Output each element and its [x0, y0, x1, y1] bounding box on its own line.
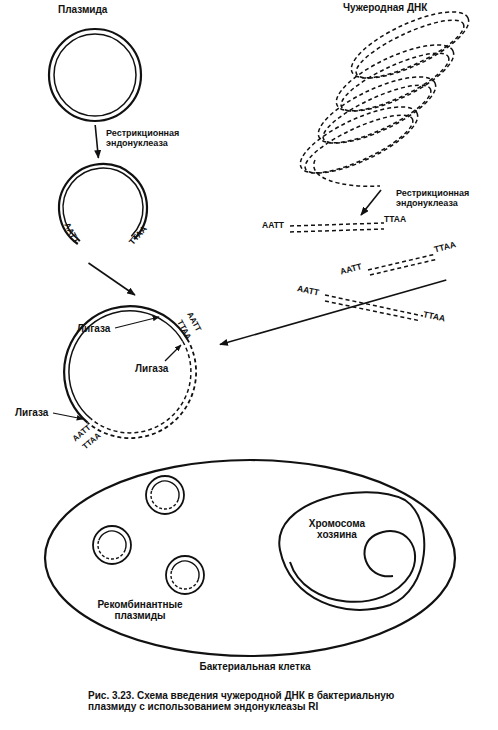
host-chromosome-outline: [265, 480, 435, 625]
cut-plasmid-outline: [50, 158, 160, 263]
plasmid-outer-strand: [93, 526, 131, 564]
plasmid-outer-strand: [166, 556, 204, 594]
enzyme-label: Лигаза: [15, 407, 55, 418]
dna-helix-turn: [299, 105, 419, 184]
foreign-insert-strand: [88, 339, 197, 438]
cell-title: Бактериальная клетка: [165, 661, 345, 672]
plasmid-title: Плазмида: [58, 4, 148, 15]
sticky-end: AATT: [296, 284, 325, 299]
cut-plasmid: AATT TTAA: [50, 158, 160, 263]
plasmid-circle-outline: [40, 0, 155, 125]
sticky-end: TTAA: [127, 218, 154, 247]
sticky-end: TTAA: [384, 215, 412, 225]
plasmid-strand: [64, 306, 187, 422]
fragment-strand: [290, 229, 384, 232]
enzyme-label: Лигаза: [135, 363, 175, 374]
dna-helix-turn: [328, 32, 462, 124]
fragment-strand: [325, 295, 423, 316]
chromosome-loop: [290, 531, 415, 602]
foreign-dna-coil: Чужеродная ДНК: [285, 0, 485, 190]
dna-helix-turn: [335, 43, 455, 122]
dna-fragment: AATT TTAA: [262, 215, 427, 240]
plasmid-outer-strand: [146, 476, 184, 514]
sticky-end: AATT: [62, 221, 84, 252]
ligase-pointer: [115, 317, 159, 328]
dna-helix-turn: [292, 94, 426, 186]
edge-label: Рестрикционная эндонуклеаза: [396, 188, 491, 208]
enzyme-label: Лигаза: [77, 323, 117, 334]
ligase-pointer: [53, 413, 83, 419]
dna-fragment: AATT TTAA: [340, 240, 465, 280]
plasmids-label: Рекомбинантные плазмиды: [90, 599, 190, 621]
arrow-connector: [361, 190, 381, 215]
cell-wall: [45, 460, 455, 656]
fragment-strand: [325, 301, 421, 321]
dna-tail: [314, 160, 380, 186]
host-chromosome: Хромосома хозяина: [265, 480, 435, 625]
edge-label: Рестрикционная эндонуклеаза: [106, 128, 194, 148]
chromosome-label: Хромосома хозяина: [301, 518, 373, 540]
foreign-dna-coil-outline: [285, 0, 485, 190]
plasmid-strand: [69, 311, 183, 419]
plasmid-strand: [49, 29, 141, 121]
ligase-pointer: [165, 345, 181, 361]
sticky-end: AATT: [262, 221, 290, 231]
fragment-strand: [290, 223, 384, 226]
plasmid-inner-strand: [172, 561, 199, 580]
foreign-insert-strand: [98, 540, 125, 559]
fragment-strand: [370, 259, 438, 275]
arrow-connector: [220, 280, 446, 345]
arrow-connector: [95, 125, 98, 158]
sticky-end: TTAA: [433, 239, 463, 255]
plasmid-strand: [54, 34, 136, 116]
dna-helix-turn: [310, 64, 444, 156]
foreign-dna-title: Чужеродная ДНК: [343, 2, 473, 13]
dna-fragment: AATT TTAA: [295, 285, 460, 330]
foreign-insert-strand: [91, 342, 191, 433]
foreign-insert-strand: [151, 490, 178, 509]
foreign-insert-strand: [171, 570, 198, 589]
arrow-connector: [89, 263, 135, 295]
figure-caption: Рис. 3.23. Схема введения чужеродной ДНК…: [88, 690, 433, 712]
sticky-end: TTAA: [422, 310, 451, 325]
dna-helix-turn: [317, 75, 437, 154]
plasmid-inner-strand: [152, 481, 179, 500]
chromosome-loop: [279, 492, 424, 610]
sticky-end: AATT: [339, 261, 369, 277]
recombinant-plasmid: ЛигазаЛигазаЛигазаAATTTTAAAATTTTAA: [15, 295, 220, 460]
plasmid-circle: Плазмида: [40, 0, 155, 125]
plasmid-inner-strand: [99, 531, 126, 550]
bacterial-cell-outline: [40, 455, 460, 683]
dna-helix-turn: [343, 0, 477, 91]
bacterial-cell: Рекомбинантные плазмидыБактериальная кле…: [40, 455, 460, 683]
